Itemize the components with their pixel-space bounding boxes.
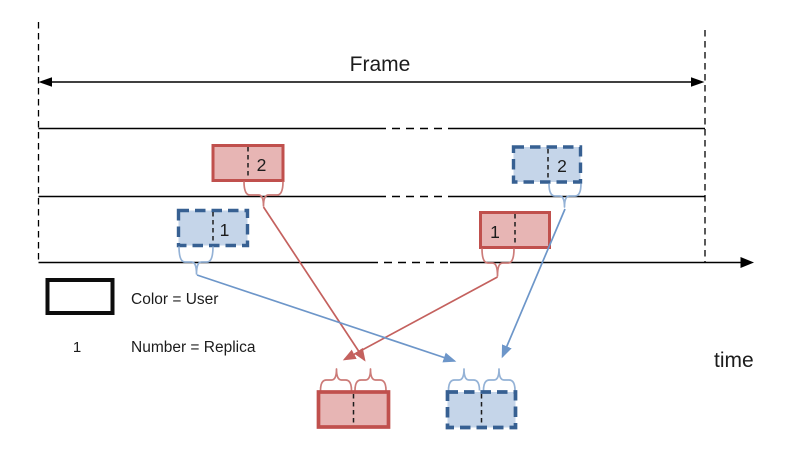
blue-replica-2-box: 2	[511, 145, 583, 208]
blue-merged-box	[445, 368, 518, 430]
frame-annotation: Frame	[37, 22, 706, 263]
red-merged-right-slot-brace	[354, 368, 387, 391]
red-merged-box	[316, 368, 391, 429]
blue-replica-2-number: 2	[557, 156, 567, 176]
red-replica-2-slot-brace	[243, 181, 284, 207]
red-replica-2-merge-arrow	[262, 206, 366, 362]
merged-boxes	[316, 368, 518, 430]
red-replica-1-slot-brace	[481, 248, 515, 277]
blue-replica-1-box: 1	[176, 208, 250, 275]
legend-number-label: Number = Replica	[131, 339, 256, 356]
legend: Color = User 1 Number = Replica	[45, 278, 256, 356]
blue-replica-1-slot-brace	[178, 246, 214, 275]
blue-replica-2-slot-brace	[548, 183, 582, 208]
replica-boxes: 2 2 1 1	[176, 144, 583, 277]
red-merged-left-slot-brace	[319, 368, 353, 391]
legend-color-label: Color = User	[131, 291, 218, 308]
time-axis-arrow-head-icon	[740, 257, 754, 268]
blue-replica-2-rect	[511, 145, 583, 184]
time-axis-label: time	[714, 349, 754, 372]
red-replica-2-box: 2	[211, 144, 285, 207]
red-replica-1-number: 1	[490, 222, 500, 242]
merge-connectors	[196, 206, 566, 363]
legend-replica-symbol: 1	[73, 339, 81, 356]
blue-replica-2-merge-arrow	[501, 208, 566, 359]
red-replica-1-box: 1	[479, 211, 551, 277]
frame-arrow-left-head-icon	[38, 77, 52, 87]
frame-label: Frame	[350, 53, 411, 76]
blue-merged-right-slot-brace	[482, 368, 516, 391]
blue-replica-1-number: 1	[220, 220, 230, 240]
frame-arrow-right-head-icon	[691, 77, 705, 87]
blue-merged-left-slot-brace	[447, 368, 481, 391]
red-replica-2-number: 2	[257, 155, 267, 175]
red-replica-1-merge-arrow	[342, 276, 498, 361]
timeline-lanes: time	[38, 127, 754, 372]
blue-replica-1-merge-arrow	[196, 274, 457, 363]
legend-user-box-icon	[45, 278, 115, 315]
